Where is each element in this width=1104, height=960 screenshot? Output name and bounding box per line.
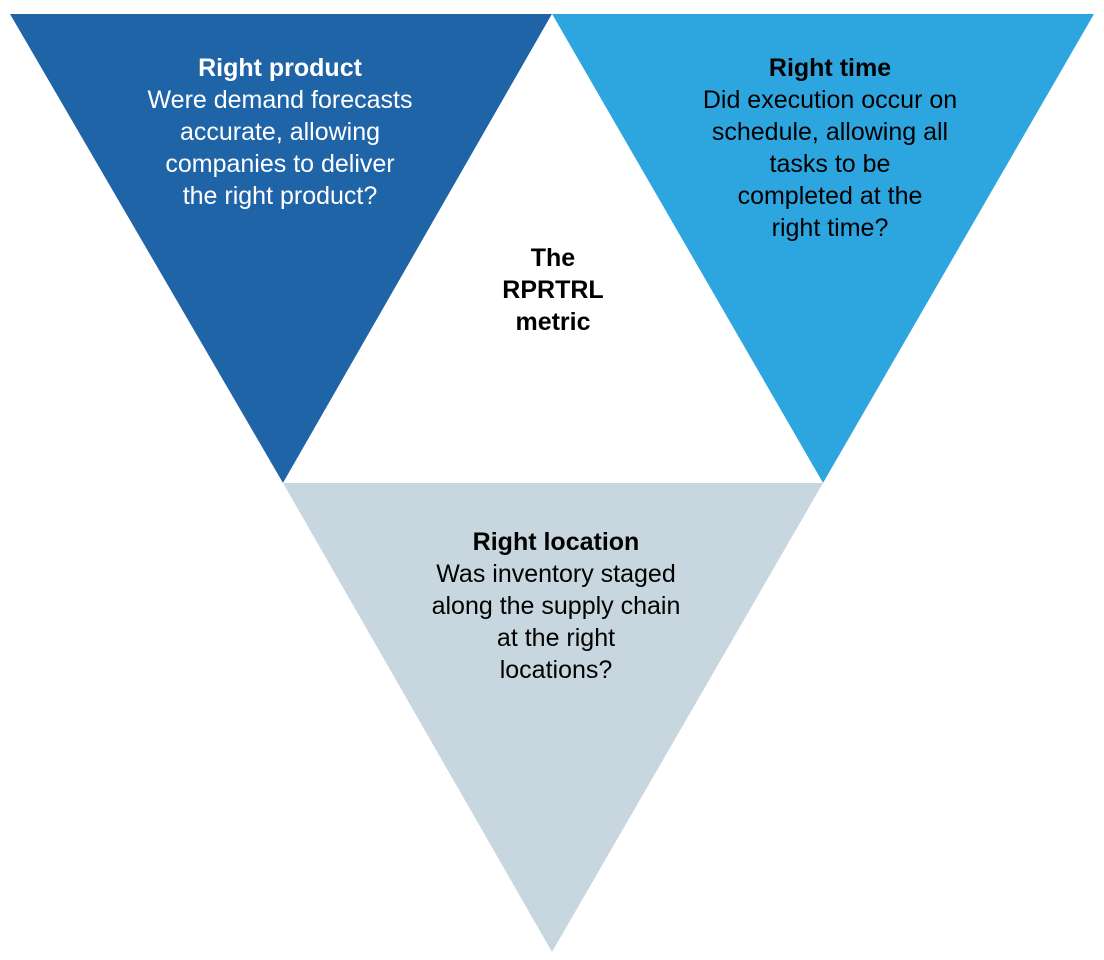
right-location-triangle xyxy=(283,483,823,952)
right-product-triangle xyxy=(10,14,552,483)
center-metric-label: The RPRTRL metric xyxy=(502,244,604,336)
right-location-title: Right location xyxy=(472,528,640,556)
right-location-description: Was inventory staged along the supply ch… xyxy=(431,560,681,684)
right-product-description: Were demand forecasts accurate, allowing… xyxy=(147,86,413,210)
right-product-label: Right product Were demand forecasts accu… xyxy=(100,52,460,212)
right-time-label: Right time Did execution occur on schedu… xyxy=(650,52,1010,244)
right-product-title: Right product xyxy=(198,54,362,82)
right-time-description: Did execution occur on schedule, allowin… xyxy=(702,86,958,242)
center-metric-triangle xyxy=(283,14,823,483)
right-location-label: Right location Was inventory staged alon… xyxy=(376,526,736,686)
right-time-triangle xyxy=(552,14,1094,483)
right-time-title: Right time xyxy=(768,54,892,82)
